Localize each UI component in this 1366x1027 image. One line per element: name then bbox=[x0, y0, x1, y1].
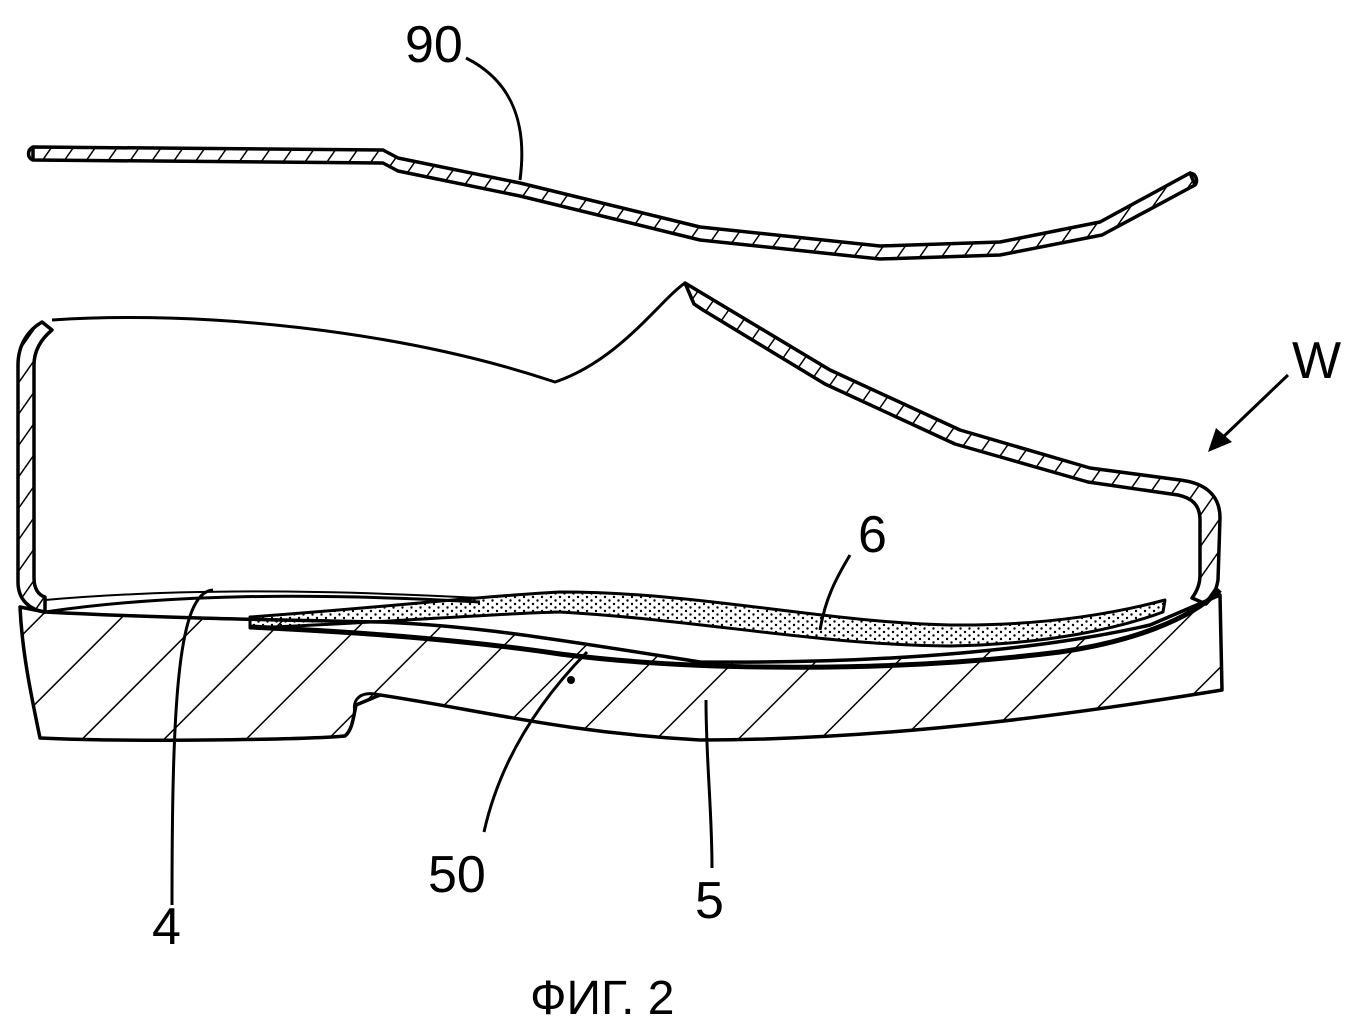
leader-4 bbox=[170, 588, 214, 906]
leader-5 bbox=[704, 699, 714, 869]
arrow-w bbox=[1208, 373, 1290, 452]
label-6: 6 bbox=[858, 506, 887, 564]
leader-90 bbox=[465, 56, 524, 181]
sole-5 bbox=[18, 588, 1224, 742]
bond-point-50 bbox=[567, 676, 575, 684]
shoe-upper bbox=[16, 281, 1222, 614]
insole-cover-90 bbox=[26, 145, 1199, 261]
label-50: 50 bbox=[428, 846, 486, 904]
label-w: W bbox=[1292, 332, 1341, 390]
label-4: 4 bbox=[152, 898, 181, 956]
figure-caption: ФИГ. 2 bbox=[530, 972, 675, 1025]
label-90: 90 bbox=[405, 16, 463, 74]
leader-6 bbox=[818, 554, 852, 631]
insole-layer-6 bbox=[248, 590, 1167, 648]
leader-50 bbox=[482, 650, 589, 833]
label-5: 5 bbox=[695, 872, 724, 930]
